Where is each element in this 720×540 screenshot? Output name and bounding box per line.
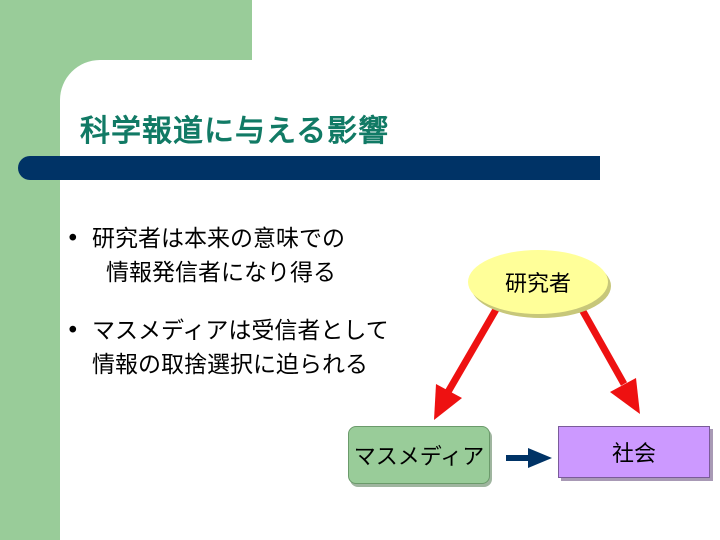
bullet-marker: • xyxy=(66,318,80,344)
bullet-line: マスメディアは受信者として xyxy=(92,318,389,344)
arrow-researcher-to-media xyxy=(434,304,502,420)
bullet-item: • マスメディアは受信者として 情報の取捨選択に迫られる xyxy=(66,314,389,382)
bullet-item: • 研究者は本来の意味での 情報発信者になり得る xyxy=(66,222,345,290)
slide-title: 科学報道に与える影響 xyxy=(80,114,390,149)
arrow-researcher-to-society xyxy=(576,304,640,414)
title-underline-bar xyxy=(18,156,600,180)
bullet-line: 情報発信者になり得る xyxy=(106,260,336,286)
bullet-marker: • xyxy=(66,226,80,252)
left-decor-band xyxy=(0,0,60,540)
society-node: 社会 xyxy=(558,426,710,478)
arrow-media-to-society xyxy=(506,448,552,468)
researcher-node: 研究者 xyxy=(468,250,608,314)
mass-media-node: マスメディア xyxy=(348,426,490,484)
bullet-line: 研究者は本来の意味での xyxy=(92,226,345,252)
bullet-line: 情報の取捨選択に迫られる xyxy=(92,352,368,378)
